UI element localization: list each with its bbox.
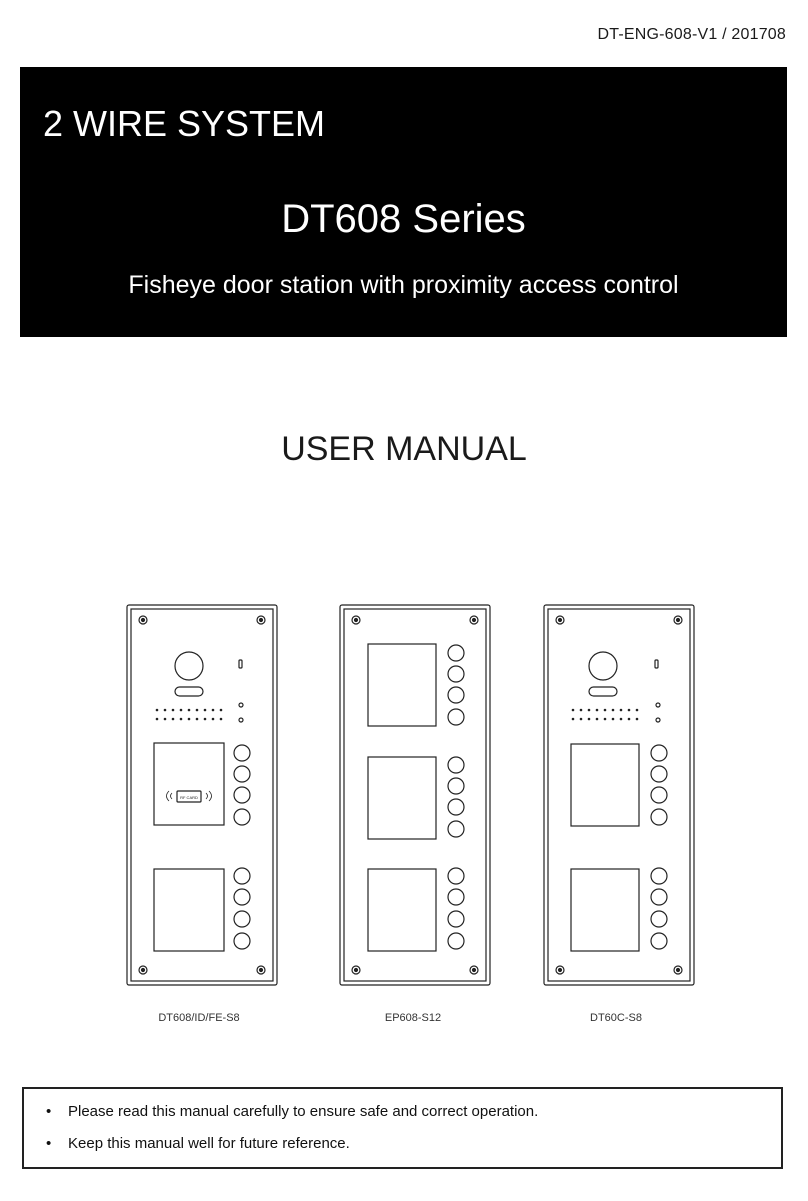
camera-icon xyxy=(174,651,204,681)
panel-ep608-s12 xyxy=(339,604,491,986)
notice-item-text: Keep this manual well for future referen… xyxy=(68,1135,350,1152)
caption-dt608-id-fe-s8: DT608/ID/FE-S8 xyxy=(158,1012,240,1024)
bullet-icon: • xyxy=(46,1103,52,1120)
title-banner: 2 WIRE SYSTEM DT608 Series Fisheye door … xyxy=(20,67,787,337)
notice-box: • Please read this manual carefully to en… xyxy=(22,1087,783,1169)
rf-card-reader-icon xyxy=(176,790,202,803)
caption-dt60c-s8: DT60C-S8 xyxy=(590,1012,642,1024)
system-title: 2 WIRE SYSTEM xyxy=(43,103,326,144)
series-subtitle: Fisheye door station with proximity acce… xyxy=(128,271,679,299)
camera-icon xyxy=(588,651,618,681)
bullet-icon: • xyxy=(46,1135,52,1152)
notice-item: • Please read this manual carefully to en… xyxy=(46,1103,538,1120)
notice-item: • Keep this manual well for future refere… xyxy=(46,1135,350,1152)
product-illustrations: RF CARD xyxy=(126,604,695,986)
manual-title: USER MANUAL xyxy=(281,430,527,468)
panel-dt60c-s8 xyxy=(543,604,695,986)
caption-ep608-s12: EP608-S12 xyxy=(384,1012,442,1024)
document-code: DT-ENG-608-V1 / 201708 xyxy=(597,26,786,43)
notice-item-text: Please read this manual carefully to ens… xyxy=(68,1103,539,1120)
rf-card-label: RF CARD xyxy=(180,795,198,800)
series-title: DT608 Series xyxy=(281,197,526,241)
panel-dt608-id-fe-s8: RF CARD xyxy=(126,604,278,986)
